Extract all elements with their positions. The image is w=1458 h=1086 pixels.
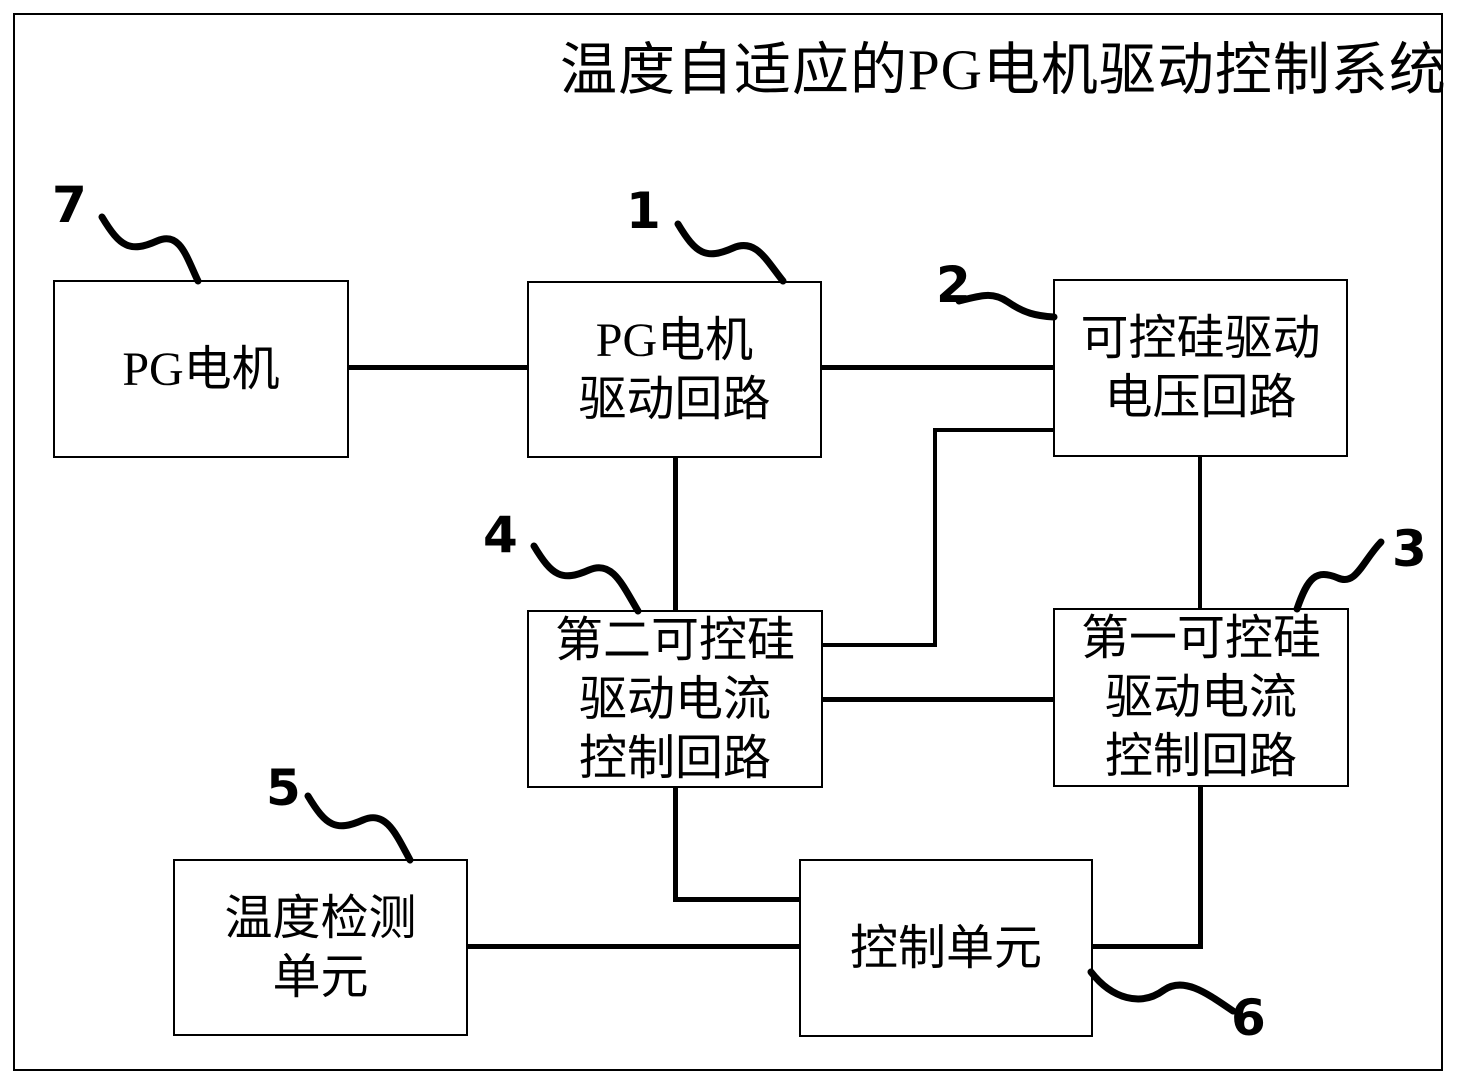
ref-label-4: 4: [483, 506, 518, 564]
block-scr-voltage-circuit-label: 可控硅驱动 电压回路: [1080, 312, 1321, 424]
leader-line-4: [530, 542, 642, 615]
leader-line-3: [1293, 538, 1385, 613]
block-pg-drive-circuit-label: PG电机 驱动回路: [578, 313, 771, 426]
block-first-scr-current-circuit: 第一可控硅 驱动电流 控制回路: [1053, 608, 1349, 787]
block-temp-detect-unit: 温度检测 单元: [173, 859, 468, 1036]
wire-tempdetect-to-control: [468, 944, 799, 949]
leader-line-7: [98, 213, 202, 285]
ref-label-7: 7: [52, 176, 87, 234]
wire-firstscr-to-control-h: [1093, 944, 1200, 949]
figure-title: 温度自适应的PG电机驱动控制系统: [560, 39, 1447, 102]
wire-scrvoltage-to-secondscr-h2: [823, 643, 935, 647]
block-second-scr-current-circuit-label: 第二可控硅 驱动电流 控制回路: [554, 613, 795, 785]
leader-line-5: [304, 792, 414, 864]
wire-firstscr-to-control-v: [1198, 787, 1203, 949]
wire-secondscr-to-control-v: [673, 788, 678, 902]
wire-scrvoltage-to-firstscr: [1198, 457, 1202, 609]
block-first-scr-current-circuit-label: 第一可控硅 驱动电流 控制回路: [1080, 612, 1321, 783]
wire-scrvoltage-to-secondscr-v: [933, 428, 937, 647]
ref-label-6: 6: [1231, 989, 1266, 1047]
wire-pgmotor-to-pgdrive: [349, 365, 527, 370]
block-pg-motor-label: PG电机: [122, 342, 280, 396]
leader-line-1: [674, 220, 787, 285]
block-second-scr-current-circuit: 第二可控硅 驱动电流 控制回路: [527, 610, 823, 788]
block-temp-detect-unit-label: 温度检测 单元: [224, 891, 417, 1004]
leader-line-2: [955, 292, 1058, 321]
block-control-unit-label: 控制单元: [849, 921, 1042, 975]
ref-label-3: 3: [1392, 520, 1427, 578]
block-pg-drive-circuit: PG电机 驱动回路: [527, 281, 822, 458]
leader-line-6: [1087, 968, 1237, 1015]
wire-scrvoltage-to-secondscr-h1: [933, 428, 1053, 432]
block-scr-voltage-circuit: 可控硅驱动 电压回路: [1053, 279, 1348, 457]
wire-pgdrive-to-scrvoltage: [822, 365, 1053, 370]
wire-pgdrive-to-secondscr: [673, 458, 678, 611]
block-control-unit: 控制单元: [799, 859, 1093, 1037]
ref-label-5: 5: [266, 759, 301, 817]
figure-border: [13, 13, 1443, 1071]
wire-secondscr-to-control-h: [675, 897, 799, 902]
wire-secondscr-to-firstscr: [823, 697, 1053, 702]
ref-label-1: 1: [626, 182, 661, 240]
ref-label-2: 2: [936, 256, 971, 314]
